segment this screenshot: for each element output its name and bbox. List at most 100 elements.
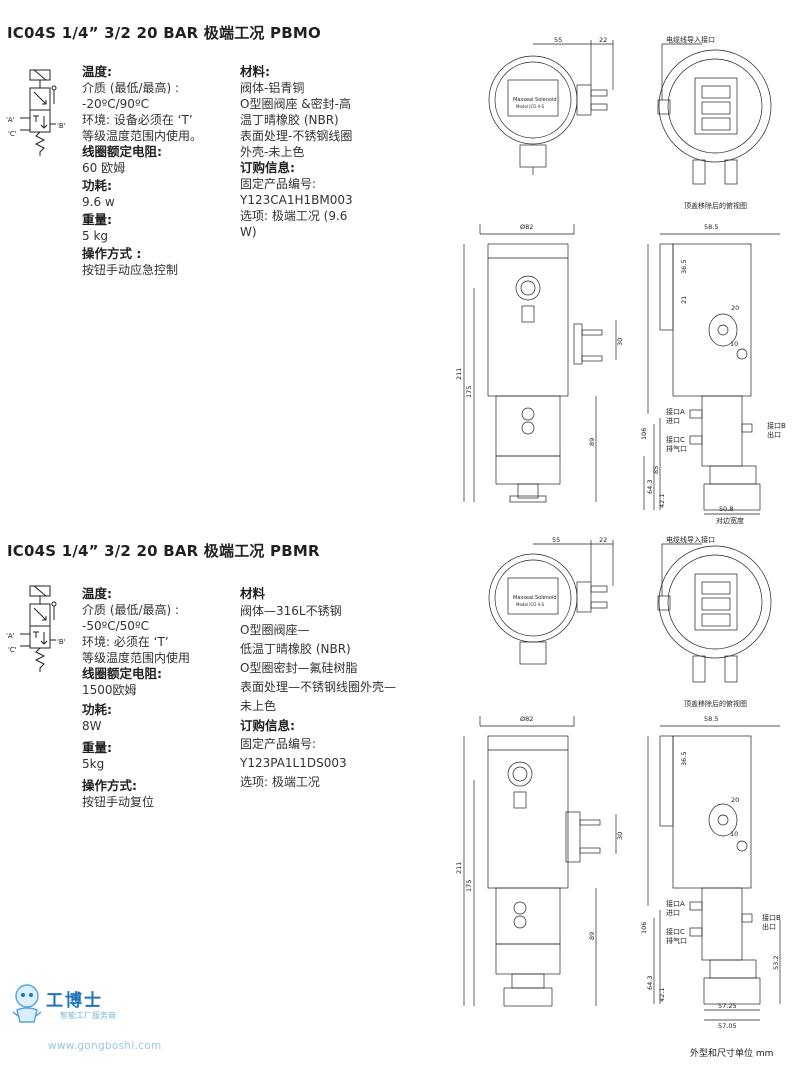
- dim-55: 55: [554, 36, 562, 44]
- port-a-label: 'A': [6, 116, 15, 124]
- valve-symbol-icon: 'A' 'C' 'B': [6, 585, 66, 672]
- temperature-medium: 介质 (最低/最高) :: [82, 81, 180, 95]
- dim-89: 89: [588, 438, 596, 446]
- order-line: 固定产品编号:: [240, 177, 317, 191]
- port-a-label: 'A': [6, 632, 15, 640]
- dim-85: 85: [652, 466, 660, 474]
- product-title-pbmo: IC04S 1/4” 3/2 20 BAR 极端工况 PBMO: [7, 24, 321, 42]
- dim-diameter: Ø82: [520, 715, 533, 723]
- power-label: 功耗:: [82, 702, 112, 717]
- operation-value: 按钮手动应急控制: [82, 263, 179, 277]
- dim-22: 22: [599, 536, 607, 544]
- weight-value: 5kg: [82, 757, 105, 771]
- dim-175: 175: [465, 880, 473, 892]
- port-b-label: 'B': [57, 638, 66, 646]
- order-line: 选项: 极端工况: [240, 775, 320, 789]
- cable-entry-note: 电缆线导入接口: [666, 35, 715, 44]
- dim-58-5: 58.5: [704, 715, 718, 723]
- dim-106: 106: [640, 922, 648, 934]
- order-line: 选项: 极端工况 (9.6: [240, 209, 348, 223]
- temperature-range: -20ºC/90ºC: [82, 97, 149, 111]
- watermark-tagline: 智能工厂服务商: [60, 1011, 116, 1020]
- dim-20: 20: [731, 796, 739, 804]
- weight-value: 5 kg: [82, 229, 109, 243]
- dim-50-8: 50.8: [719, 505, 733, 513]
- operation-value: 按钮手动复位: [82, 795, 155, 809]
- dim-57-25: 57.25: [718, 1002, 737, 1010]
- port-c-sub: 排气口: [666, 444, 687, 453]
- material-line: 阀体-铝青铜: [240, 81, 305, 95]
- resistance-label: 线圈额定电阻:: [82, 144, 162, 159]
- material-line: 外壳-未上色: [240, 145, 305, 159]
- material-line: 温丁晴橡胶 (NBR): [240, 113, 339, 127]
- dim-30: 30: [616, 338, 624, 346]
- dim-30: 30: [616, 832, 624, 840]
- port-a-sub: 进口: [666, 417, 680, 425]
- temperature-label: 温度:: [82, 586, 112, 601]
- dim-211: 211: [455, 368, 463, 380]
- units-footnote: 外型和尺寸单位 mm: [690, 1049, 774, 1059]
- order-line: Y123CA1H1BM003: [240, 193, 353, 207]
- nameplate-model: Model ICO 4-S: [516, 104, 545, 109]
- specs-column: 温度: 介质 (最低/最高) : -20ºC/90ºC 环境: 设备必须在 ‘T…: [82, 64, 232, 278]
- port-a-sub: 进口: [666, 909, 680, 917]
- dim-36-5: 36.5: [680, 260, 688, 274]
- top-view-note: 顶盖移除后的俯视图: [684, 699, 747, 708]
- top-view-note: 顶盖移除后的俯视图: [684, 201, 747, 210]
- material-line: 表面处理-不锈钢线圈: [240, 129, 353, 143]
- weight-label: 重量:: [82, 740, 112, 755]
- dim-106: 106: [640, 428, 648, 440]
- technical-drawing-pbmo: Maxseal Solenoid Model ICO 4-S 55 22 电缆线…: [455, 35, 786, 525]
- dim-89: 89: [588, 932, 596, 940]
- material-line: 阀体—316L不锈钢: [240, 604, 342, 618]
- material-line: 未上色: [240, 699, 277, 713]
- environment-line2: 等级温度范围内使用。: [82, 129, 203, 143]
- port-c-note: 接口C: [666, 435, 685, 444]
- port-b-sub: 出口: [762, 922, 776, 931]
- materials-column: 材料 阀体—316L不锈钢 O型圈阀座— 低温丁晴橡胶 (NBR) O型圈密封—…: [240, 586, 420, 792]
- material-line: O型圈阀座—: [240, 623, 310, 637]
- materials-column: 材料: 阀体-铝青铜 O型圈阀座 &密封-高 温丁晴橡胶 (NBR) 表面处理-…: [240, 64, 390, 240]
- dim-175: 175: [465, 386, 473, 398]
- dim-10: 10: [730, 340, 738, 348]
- environment-line1: 环境: 设备必须在 ‘T’: [82, 113, 193, 127]
- material-line: O型圈密封—氟硅树脂: [240, 661, 358, 675]
- resistance-value: 60 欧姆: [82, 161, 126, 175]
- order-line: W): [240, 225, 257, 239]
- product-title-pbmr: IC04S 1/4” 3/2 20 BAR 极端工况 PBMR: [7, 542, 320, 560]
- dim-57-05: 57.05: [718, 1022, 737, 1030]
- order-line: 固定产品编号:: [240, 737, 317, 751]
- dim-53-2: 53.2: [772, 956, 780, 970]
- across-flats-note: 对边宽度: [716, 516, 744, 525]
- specs-column: 温度: 介质 (最低/最高) : -50ºC/50ºC 环境: 必须在 ‘T’ …: [82, 586, 232, 810]
- dim-64-3: 64.3: [646, 480, 654, 494]
- port-c-sub: 排气口: [666, 936, 687, 945]
- material-line: 低温丁晴橡胶 (NBR): [240, 642, 351, 656]
- dim-21: 21: [680, 296, 688, 304]
- watermark-brand: 工博士: [46, 991, 103, 1011]
- port-c-note: 接口C: [666, 927, 685, 936]
- dim-diameter: Ø82: [520, 223, 533, 231]
- dim-20: 20: [731, 304, 739, 312]
- dim-42-1: 42.1: [658, 988, 666, 1002]
- power-label: 功耗:: [82, 178, 112, 193]
- resistance-value: 1500欧姆: [82, 683, 137, 697]
- port-c-label: 'C': [8, 130, 17, 138]
- dim-22: 22: [599, 36, 607, 44]
- dim-10: 10: [730, 830, 738, 838]
- environment-line2: 等级温度范围内使用: [82, 651, 191, 665]
- valve-symbol-icon: 'A' 'C' 'B': [6, 69, 66, 156]
- operation-label: 操作方式 :: [82, 246, 142, 261]
- dim-55: 55: [552, 536, 560, 544]
- temperature-range: -50ºC/50ºC: [82, 619, 149, 633]
- resistance-label: 线圈额定电阻:: [82, 666, 162, 681]
- temperature-label: 温度:: [82, 64, 112, 79]
- order-line: Y123PA1L1DS003: [240, 756, 347, 770]
- power-value: 9.6 w: [82, 195, 115, 209]
- environment-line1: 环境: 必须在 ‘T’: [82, 635, 169, 649]
- materials-label: 材料:: [240, 64, 270, 79]
- dim-64-3: 64.3: [646, 976, 654, 990]
- port-a-note: 接口A: [666, 899, 685, 908]
- port-b-label: 'B': [57, 122, 66, 130]
- dim-58-5: 58.5: [704, 223, 718, 231]
